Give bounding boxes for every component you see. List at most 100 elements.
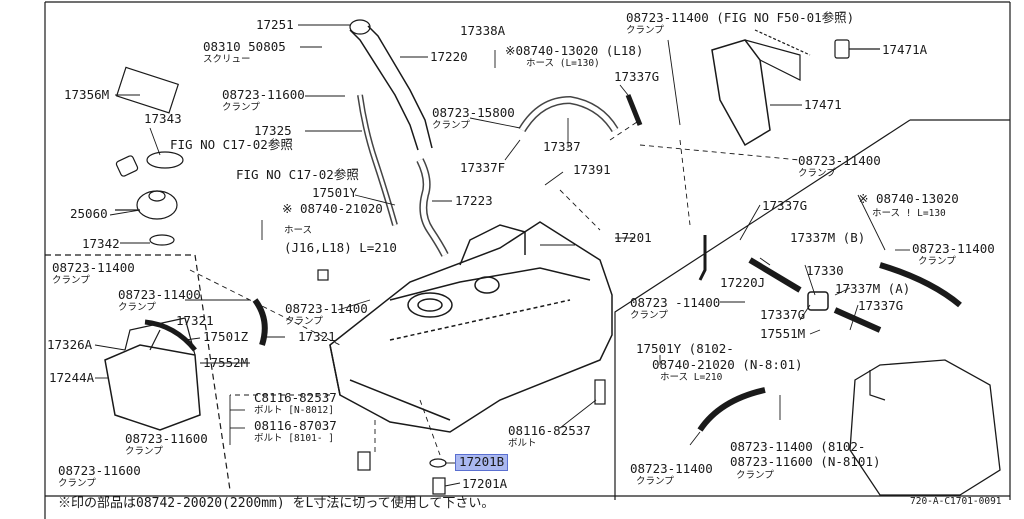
label-17356M[interactable]: 17356M — [64, 87, 110, 102]
label-clamp-r3: クランプ — [630, 310, 668, 321]
footnote: ※印の部品は08742-20020(2200mm) をL寸法に切って使用して下さ… — [58, 496, 495, 511]
label-17201[interactable]: 17201 — [614, 230, 652, 245]
label-17471[interactable]: 17471 — [804, 97, 842, 112]
label-17337G-r3[interactable]: 17337G — [858, 298, 904, 313]
header-clamp-fig-ref: 08723-11400 (FIG NO F50-01参照) — [626, 10, 855, 25]
label-08723-11400-l[interactable]: 08723-11400 — [52, 260, 135, 275]
tank-fragment-right — [849, 359, 1001, 496]
label-17321-a[interactable]: 17321 — [176, 313, 214, 328]
label-17343[interactable]: 17343 — [144, 111, 182, 126]
bolt-17471A — [834, 39, 880, 59]
label-17244A[interactable]: 17244A — [49, 370, 95, 385]
label-17325[interactable]: 17325 — [254, 123, 292, 138]
label-clamp-l: クランプ — [52, 275, 90, 286]
label-clamp-b3: クランプ — [736, 470, 774, 481]
label-17223[interactable]: 17223 — [455, 193, 493, 208]
label-08723-11400-r[interactable]: 08723-11400 — [798, 153, 881, 168]
label-bolt-a: ボルト [N-8012] — [254, 405, 334, 416]
label-hose-mid-len: (J16,L18) L=210 — [284, 240, 397, 255]
label-17337M-B[interactable]: 17337M (B) — [790, 230, 866, 245]
fuel-tank-body — [329, 221, 613, 433]
label-17337M-A[interactable]: 17337M (A) — [835, 281, 911, 296]
label-17501Y[interactable]: 17501Y — [312, 185, 358, 200]
label-fig-c17-a[interactable]: FIG NO C17-02参照 — [170, 137, 293, 152]
bolt-08116-a — [594, 379, 606, 405]
label-08723-11400-c[interactable]: 08723-11400 — [285, 301, 368, 316]
label-hose-mid: ホース — [284, 225, 313, 236]
label-17342[interactable]: 17342 — [82, 236, 120, 251]
label-screw: スクリュー — [203, 54, 251, 65]
label-08723-11400-b2[interactable]: 08723-11400 — [630, 461, 713, 476]
label-17337F[interactable]: 17337F — [460, 160, 506, 175]
label-fig-c17-b[interactable]: FIG NO C17-02参照 — [236, 167, 359, 182]
label-hose-note-r[interactable]: ※ 08740-13020 — [858, 191, 959, 206]
hose-17501Y-lower — [697, 387, 766, 432]
label-08723-11600-c[interactable]: 08723-11600 — [58, 463, 141, 478]
label-clamp-a: クランプ — [222, 102, 260, 113]
label-bolt-b: ボルト [8101- ] — [254, 433, 334, 444]
dashed-connections — [189, 119, 801, 456]
label-17471A[interactable]: 17471A — [882, 42, 928, 57]
label-hose-note-top[interactable]: ※08740-13020 (L18) — [505, 43, 644, 58]
label-08723-11400-r3[interactable]: 08723 -11400 — [630, 295, 721, 310]
label-clamp-c: クランプ — [285, 316, 323, 327]
label-17501Z[interactable]: 17501Z — [203, 329, 249, 344]
label-17551M[interactable]: 17551M — [760, 326, 806, 341]
pipe-17220J — [698, 235, 707, 281]
label-17201A[interactable]: 17201A — [462, 476, 508, 491]
label-17326A[interactable]: 17326A — [47, 337, 93, 352]
label-08723-11600-b1[interactable]: 08723-11600 (N-8101) — [730, 454, 881, 469]
leader-lines — [94, 24, 910, 487]
label-clamp-top: クランプ — [626, 25, 664, 36]
label-08723-11400-l2[interactable]: 08723-11400 — [118, 287, 201, 302]
label-17251[interactable]: 17251 — [256, 17, 294, 32]
label-17552M[interactable]: 17552M — [203, 355, 249, 370]
label-25060[interactable]: 25060 — [70, 206, 108, 221]
label-17201B-highlighted[interactable]: 17201B — [455, 454, 509, 471]
label-clamp-e: クランプ — [58, 478, 96, 489]
label-17501Y-b[interactable]: 17501Y (8102- — [636, 341, 734, 356]
label-17337[interactable]: 17337 — [543, 139, 581, 154]
label-clamp-l2: クランプ — [118, 302, 156, 313]
label-hose-r: ホース ! L=130 — [872, 208, 946, 219]
label-hose-note-mid[interactable]: ※ 08740-21020 — [282, 201, 383, 216]
label-08723-11600-b[interactable]: 08723-11600 — [125, 431, 208, 446]
drain-plug — [357, 451, 447, 495]
bracket-17471 — [711, 29, 811, 147]
gauge-unit-25060 — [115, 151, 184, 246]
filler-neck-pipe — [349, 19, 433, 151]
label-17321-b[interactable]: 17321 — [298, 329, 336, 344]
label-17337G-r[interactable]: 17337G — [762, 198, 808, 213]
right-box-border — [614, 119, 1010, 500]
label-08723-15800[interactable]: 08723-15800 — [432, 105, 515, 120]
label-17330[interactable]: 17330 — [806, 263, 844, 278]
label-08116-87037[interactable]: 08116-87037 — [254, 418, 337, 433]
label-08310-50805[interactable]: 08310 50805 — [203, 39, 286, 54]
label-08723-11400-r2[interactable]: 08723-11400 — [912, 241, 995, 256]
label-clamp-r2: クランプ — [918, 256, 956, 267]
label-clamp-d: クランプ — [125, 446, 163, 457]
label-bolt-c: ボルト — [508, 438, 537, 449]
heat-shield-17244A — [104, 317, 201, 431]
label-08740-21020-b[interactable]: 08740-21020 (N-8:01) — [652, 357, 803, 372]
label-17337G-r2[interactable]: 17337G — [760, 307, 806, 322]
sheet-17356M — [115, 66, 180, 114]
label-08723-11600-a[interactable]: 08723-11600 — [222, 87, 305, 102]
label-08723-11400-b1[interactable]: 08723-11400 (8102- — [730, 439, 866, 454]
hose-17337G-top — [625, 94, 643, 126]
label-08116-82537-b[interactable]: 08116-82537 — [508, 423, 591, 438]
label-clamp-b: クランプ — [432, 120, 470, 131]
label-clamp-r: クランプ — [798, 168, 836, 179]
label-hose-b: ホース L=210 — [660, 372, 723, 383]
fuel-filter-17330 — [748, 257, 962, 333]
label-08116-82537-a[interactable]: C8116-82537 — [254, 390, 337, 405]
label-17338A[interactable]: 17338A — [460, 23, 506, 38]
label-17220[interactable]: 17220 — [430, 49, 468, 64]
label-hose-top: ホース (L=130) — [526, 58, 600, 69]
label-17337G-top[interactable]: 17337G — [614, 69, 660, 84]
label-17220J[interactable]: 17220J — [720, 275, 766, 290]
label-17391[interactable]: 17391 — [573, 162, 611, 177]
label-clamp-b2: クランプ — [636, 476, 674, 487]
bolt-08116-b — [317, 269, 329, 281]
